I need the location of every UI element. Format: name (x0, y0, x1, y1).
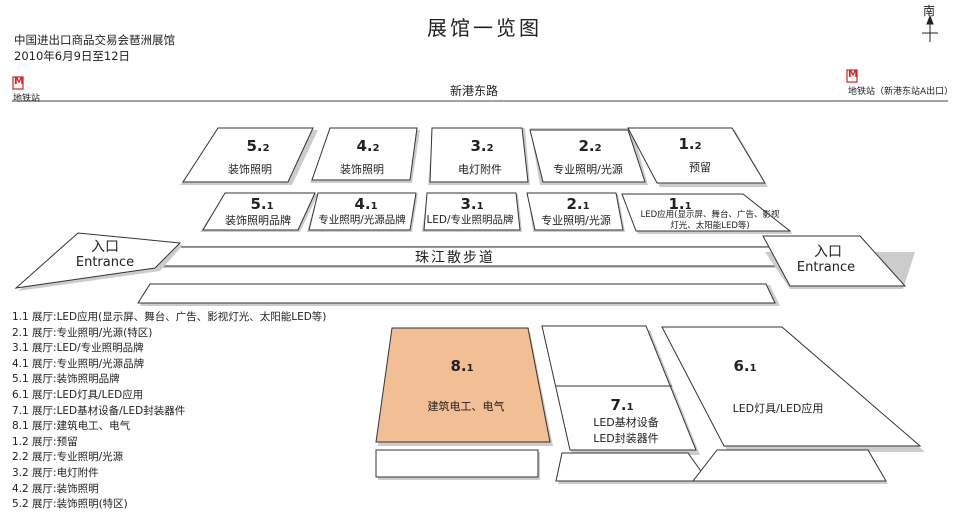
legend-item: 1.1 展厅:LED应用(显示屏、舞台、广告、影视灯光、太阳能LED等) (12, 311, 327, 323)
entrance-right-cn[interactable]: 入口 (814, 244, 842, 260)
hall-6-base-shape (691, 449, 888, 484)
road-name: 新港东路 (450, 84, 499, 98)
hall-5-1-category: 装饰照明品牌 (225, 214, 291, 227)
legend-item: 4.1 展厅:专业照明/光源品牌 (12, 357, 145, 370)
hall-1-1-category: LED应用(显示屏、舞台、广告、影视 灯光、太阳能LED等) (640, 210, 780, 231)
hall-3-1-category: LED/专业照明品牌 (426, 214, 514, 226)
entrance-left-cn[interactable]: 入口 (91, 239, 119, 255)
entrance-left-en[interactable]: Entrance (75, 255, 135, 270)
hall-8-1-category: 建筑电工、电气 (427, 400, 505, 413)
hall-6-1-shape[interactable] (661, 326, 925, 452)
walkway-shape (147, 246, 790, 268)
hall-4-2-shape[interactable] (310, 127, 420, 183)
hall-3-2-shape[interactable] (428, 127, 530, 185)
hall-1-1-number: 1.1 (668, 195, 692, 213)
metro-letter-right: M (848, 69, 858, 80)
metro-icon-right (846, 69, 858, 83)
hall-2-1-number: 2.1 (566, 195, 590, 213)
legend-item: 3.1 展厅:LED/专业照明品牌 (12, 342, 144, 355)
hall-3-1-shape[interactable] (422, 192, 522, 232)
legend-item: 1.2 展厅:预留 (12, 435, 78, 448)
metro-label-left: 地铁站 (13, 94, 41, 104)
metro-label-right: 地铁站（新港东站A出口） (848, 87, 954, 97)
lower-strip-shape (137, 283, 780, 306)
hall-4-1-shape[interactable] (307, 192, 418, 232)
organizer: 中国进出口商品交易会琶洲展馆 (14, 33, 175, 47)
hall-5-2-number: 5.2 (246, 137, 270, 155)
hall-4-1-category: 专业照明/光源品牌 (318, 214, 406, 226)
entrance-left-shape[interactable] (14, 232, 183, 291)
hall-1-2-number: 1.2 (678, 135, 702, 153)
hall-legend: 1.1 展厅:LED应用(显示屏、舞台、广告、影视灯光、太阳能LED等) 2.1… (12, 310, 326, 513)
hall-4-1-number: 4.1 (354, 195, 378, 213)
legend-item: 5.1 展厅:装饰照明品牌 (12, 373, 120, 386)
hall-7-1-category: LED基材设备 LED封装器件 (593, 416, 659, 445)
legend-item: 5.2 展厅:装饰照明(特区) (12, 498, 128, 511)
hall-7-base-shape (555, 452, 710, 484)
legend-item: 4.2 展厅:装饰照明 (12, 482, 99, 495)
page-title: 展馆一览图 (427, 16, 542, 40)
hall-1-1-shape[interactable] (621, 193, 793, 234)
entrance-right-en[interactable]: Entrance (796, 260, 856, 275)
hall-1-2-category: 预留 (689, 161, 711, 174)
hall-2-2-category: 专业照明/光源 (553, 163, 623, 176)
hall-8-1-shape[interactable] (375, 327, 553, 446)
hall-5-1-number: 5.1 (250, 195, 274, 213)
legend-item: 2.2 展厅:专业照明/光源 (12, 451, 124, 464)
hall-5-1-shape[interactable] (200, 192, 318, 232)
entrance-right-shape[interactable] (762, 235, 915, 289)
hall-5-2-shape[interactable] (180, 127, 318, 185)
hall-2-1-category: 专业照明/光源 (541, 214, 611, 227)
hall-7-1-number: 7.1 (610, 396, 634, 414)
hall-6-1-category: LED灯具/LED应用 (732, 402, 824, 415)
hall-2-2-shape[interactable] (529, 128, 648, 185)
legend-item: 8.1 展厅:建筑电工、电气 (12, 420, 131, 433)
hall-3-1-number: 3.1 (460, 195, 484, 213)
hall-3-2-category: 电灯附件 (458, 163, 502, 176)
hall-8-base-shape (375, 449, 540, 480)
north-label: 南 (923, 4, 936, 18)
event-dates: 2010年6月9日至12日 (14, 49, 131, 63)
legend-item: 3.2 展厅:电灯附件 (12, 466, 99, 479)
walkway-name: 珠江散步道 (415, 250, 495, 266)
hall-5-2-category: 装饰照明 (228, 163, 272, 176)
hall-8-1-number: 8.1 (450, 357, 474, 375)
hall-1-2-shape[interactable] (627, 127, 768, 187)
hall-2-2-number: 2.2 (578, 137, 602, 155)
legend-item: 6.1 展厅:LED灯具/LED应用 (12, 388, 144, 401)
hall-6-1-number: 6.1 (733, 357, 757, 375)
hall-4-2-category: 装饰照明 (340, 163, 384, 176)
hall-4-2-number: 4.2 (356, 137, 380, 155)
hall-2-1-shape[interactable] (526, 192, 625, 232)
metro-icon-left (12, 76, 24, 90)
legend-item: 2.1 展厅:专业照明/光源(特区) (12, 326, 153, 339)
hall-3-2-number: 3.2 (470, 137, 494, 155)
metro-letter-left: M (14, 76, 24, 87)
hall-7-1-shape[interactable] (541, 325, 700, 455)
legend-item: 7.1 展厅:LED基材设备/LED封装器件 (12, 404, 186, 417)
north-arrow (922, 14, 938, 42)
